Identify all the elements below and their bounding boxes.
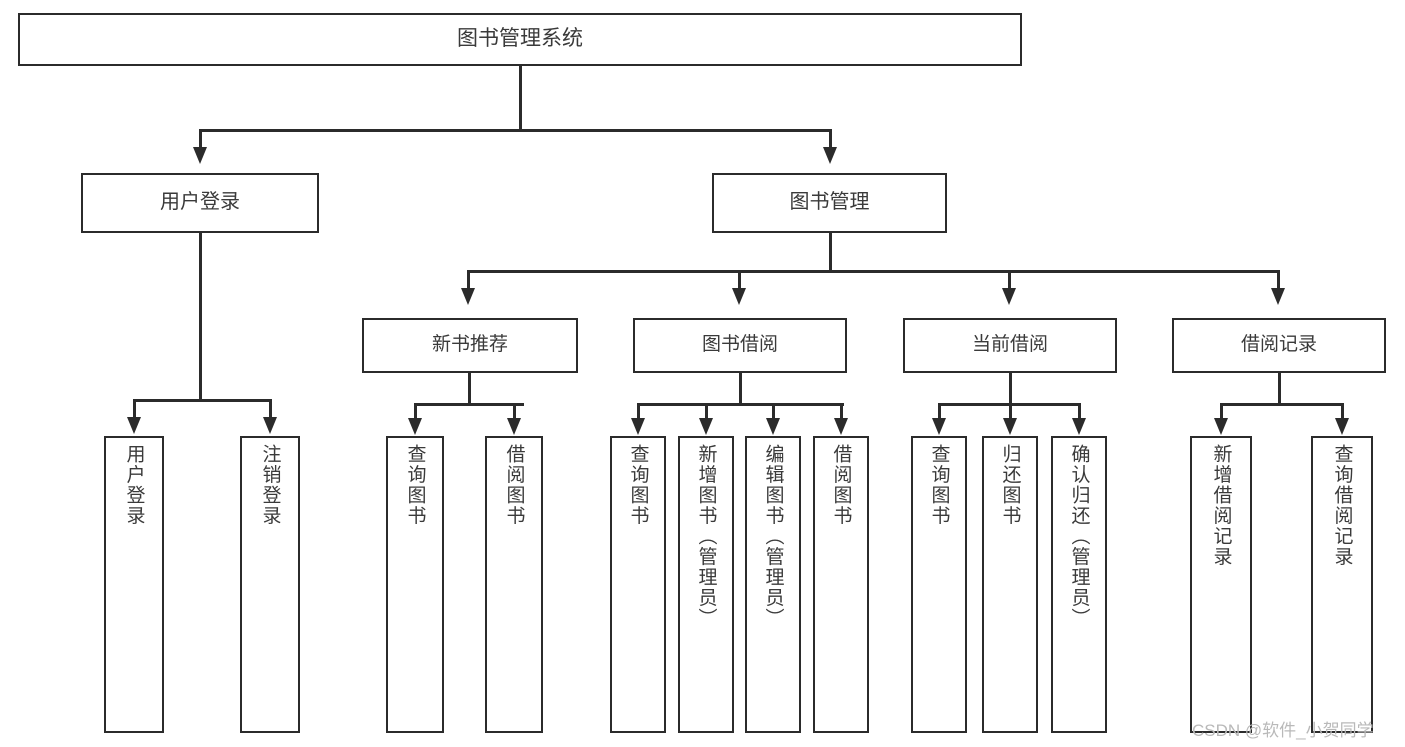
connector-root-bus: [199, 129, 831, 132]
connector-current-stem: [1009, 373, 1012, 405]
arrowhead-bookmgmt-newbook: [461, 288, 475, 305]
arrowhead-bookmgmt-current: [1002, 288, 1016, 305]
connector-borrow-leaf-2: [705, 403, 708, 419]
connector-records-leaf-2: [1341, 403, 1344, 419]
connector-login-to-leaf-1: [133, 399, 136, 418]
node-book-management[interactable]: 图书管理: [712, 173, 947, 233]
connector-root-to-login: [199, 129, 202, 148]
arrowhead-bookmgmt-borrow: [732, 288, 746, 305]
arrowhead-current-leaf-3: [1072, 418, 1086, 435]
connector-borrow-leaf-1: [637, 403, 640, 419]
leaf-query-books-current[interactable]: 查询图书: [911, 436, 967, 733]
leaf-query-borrow-record-label: 查询借阅记录: [1331, 444, 1353, 567]
connector-bookmgmt-to-current: [1008, 270, 1011, 289]
connector-newbook-leaf-2: [513, 403, 516, 419]
arrowhead-records-leaf-1: [1214, 418, 1228, 435]
arrowhead-root-to-bookmgmt: [823, 147, 837, 164]
csdn-watermark: CSDN @软件_小贺同学: [1192, 721, 1374, 740]
leaf-borrow-books-recommend[interactable]: 借阅图书: [485, 436, 543, 733]
connector-login-to-leaf-2: [269, 399, 272, 418]
connector-newbook-stem: [468, 373, 471, 405]
leaf-add-book-admin[interactable]: 新增图书（管理员）: [678, 436, 734, 733]
arrowhead-login-leaf-1: [127, 417, 141, 434]
connector-records-leaf-1: [1220, 403, 1223, 419]
node-borrow-records-label: 借阅记录: [1240, 334, 1317, 356]
node-user-login-label: 用户登录: [160, 191, 240, 214]
node-current-borrow[interactable]: 当前借阅: [903, 318, 1117, 373]
connector-borrow-stem: [739, 373, 742, 405]
connector-bookmgmt-to-borrow: [738, 270, 741, 289]
connector-newbook-leaf-1: [414, 403, 417, 419]
connector-borrow-leaf-4: [840, 403, 843, 419]
connector-newbook-bus: [414, 403, 524, 406]
connector-root-stem: [519, 66, 522, 129]
leaf-borrow-books-label: 借阅图书: [830, 444, 852, 526]
leaf-confirm-return-admin[interactable]: 确认归还（管理员）: [1051, 436, 1107, 733]
arrowhead-borrow-leaf-4: [834, 418, 848, 435]
arrowhead-bookmgmt-records: [1271, 288, 1285, 305]
connector-root-to-bookmgmt: [829, 129, 832, 148]
connector-bookmgmt-bus: [467, 270, 1279, 273]
leaf-return-books[interactable]: 归还图书: [982, 436, 1038, 733]
connector-bookmgmt-stem: [829, 233, 832, 272]
arrowhead-newbook-leaf-1: [408, 418, 422, 435]
connector-current-leaf-3: [1078, 403, 1081, 419]
leaf-user-login[interactable]: 用户登录: [104, 436, 164, 733]
connector-borrow-bus: [637, 403, 844, 406]
node-new-book-recommend-label: 新书推荐: [431, 334, 508, 356]
connector-login-stem: [199, 233, 202, 401]
leaf-query-books-borrow-label: 查询图书: [627, 444, 649, 526]
connector-login-bus: [133, 399, 271, 402]
leaf-user-login-label: 用户登录: [123, 444, 145, 526]
node-book-management-label: 图书管理: [789, 191, 870, 214]
node-user-login[interactable]: 用户登录: [81, 173, 319, 233]
leaf-logout-label: 注销登录: [259, 444, 281, 526]
leaf-query-books-recommend[interactable]: 查询图书: [386, 436, 444, 733]
node-book-borrow[interactable]: 图书借阅: [633, 318, 847, 373]
arrowhead-current-leaf-1: [932, 418, 946, 435]
arrowhead-root-to-login: [193, 147, 207, 164]
leaf-borrow-books-recommend-label: 借阅图书: [503, 444, 525, 526]
node-current-borrow-label: 当前借阅: [971, 334, 1048, 356]
leaf-add-borrow-record[interactable]: 新增借阅记录: [1190, 436, 1252, 733]
arrowhead-login-leaf-2: [263, 417, 277, 434]
arrowhead-newbook-leaf-2: [507, 418, 521, 435]
node-root-label: 图书管理系统: [457, 27, 583, 51]
leaf-borrow-books[interactable]: 借阅图书: [813, 436, 869, 733]
node-book-borrow-label: 图书借阅: [701, 334, 778, 356]
leaf-query-books-borrow[interactable]: 查询图书: [610, 436, 666, 733]
arrowhead-borrow-leaf-2: [699, 418, 713, 435]
node-borrow-records[interactable]: 借阅记录: [1172, 318, 1386, 373]
arrowhead-borrow-leaf-1: [631, 418, 645, 435]
connector-records-stem: [1278, 373, 1281, 405]
leaf-confirm-return-admin-label: 确认归还（管理员）: [1068, 444, 1090, 629]
connector-borrow-leaf-3: [772, 403, 775, 419]
arrowhead-records-leaf-2: [1335, 418, 1349, 435]
connector-current-leaf-1: [938, 403, 941, 419]
arrowhead-current-leaf-2: [1003, 418, 1017, 435]
connector-bookmgmt-to-newbook: [467, 270, 470, 289]
leaf-add-borrow-record-label: 新增借阅记录: [1210, 444, 1232, 567]
node-root[interactable]: 图书管理系统: [18, 13, 1022, 66]
connector-current-leaf-2: [1009, 403, 1012, 419]
node-new-book-recommend[interactable]: 新书推荐: [362, 318, 578, 373]
leaf-logout[interactable]: 注销登录: [240, 436, 300, 733]
leaf-edit-book-admin[interactable]: 编辑图书（管理员）: [745, 436, 801, 733]
leaf-edit-book-admin-label: 编辑图书（管理员）: [762, 444, 784, 629]
leaf-query-borrow-record[interactable]: 查询借阅记录: [1311, 436, 1373, 733]
leaf-query-books-recommend-label: 查询图书: [404, 444, 426, 526]
leaf-return-books-label: 归还图书: [999, 444, 1021, 526]
connector-bookmgmt-to-records: [1277, 270, 1280, 289]
connector-records-bus: [1220, 403, 1342, 406]
leaf-add-book-admin-label: 新增图书（管理员）: [695, 444, 717, 629]
arrowhead-borrow-leaf-3: [766, 418, 780, 435]
leaf-query-books-current-label: 查询图书: [928, 444, 950, 526]
